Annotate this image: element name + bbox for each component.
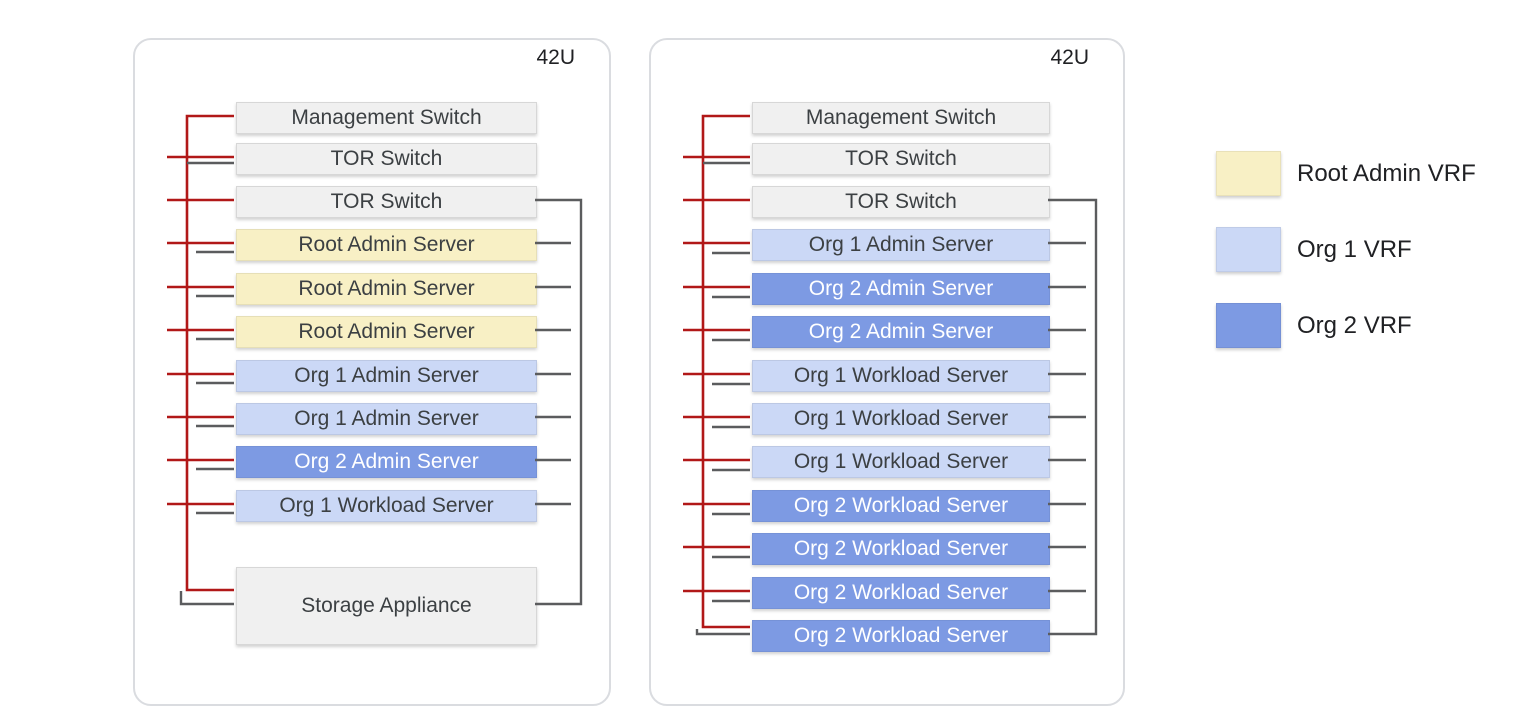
unit-org2-admin-server: Org 2 Admin Server: [236, 446, 537, 478]
rack-2-capacity-label: 42U: [1050, 46, 1089, 69]
unit-org1-workload-server: Org 1 Workload Server: [236, 490, 537, 522]
unit-management-switch: Management Switch: [236, 102, 537, 134]
rack-1-capacity-label: 42U: [536, 46, 575, 69]
unit-root-admin-server: Root Admin Server: [236, 273, 537, 305]
legend-label: Org 2 VRF: [1297, 311, 1412, 339]
unit-org1-workload-server: Org 1 Workload Server: [752, 403, 1050, 435]
unit-root-admin-server: Root Admin Server: [236, 316, 537, 348]
unit-management-switch: Management Switch: [752, 102, 1050, 134]
unit-tor-switch: TOR Switch: [236, 143, 537, 175]
org2-vrf-swatch: [1216, 303, 1281, 348]
unit-root-admin-server: Root Admin Server: [236, 229, 537, 261]
unit-org2-workload-server: Org 2 Workload Server: [752, 620, 1050, 652]
rack-2: 42U Management Switch TOR Switch TOR Swi…: [649, 38, 1125, 706]
legend-label: Root Admin VRF: [1297, 159, 1476, 187]
legend-item-org2-vrf: Org 2 VRF: [1216, 303, 1412, 348]
unit-org1-workload-server: Org 1 Workload Server: [752, 446, 1050, 478]
org1-vrf-swatch: [1216, 227, 1281, 272]
unit-org1-workload-server: Org 1 Workload Server: [752, 360, 1050, 392]
unit-tor-switch: TOR Switch: [752, 186, 1050, 218]
unit-org1-admin-server: Org 1 Admin Server: [236, 360, 537, 392]
unit-org2-admin-server: Org 2 Admin Server: [752, 316, 1050, 348]
unit-storage-appliance: Storage Appliance: [236, 567, 537, 645]
unit-org1-admin-server: Org 1 Admin Server: [236, 403, 537, 435]
legend-item-org1-vrf: Org 1 VRF: [1216, 227, 1412, 272]
unit-org2-workload-server: Org 2 Workload Server: [752, 533, 1050, 565]
unit-tor-switch: TOR Switch: [752, 143, 1050, 175]
unit-tor-switch: TOR Switch: [236, 186, 537, 218]
rack-1: 42U Management Switch TOR Switch TOR Swi…: [133, 38, 611, 706]
root-admin-vrf-swatch: [1216, 151, 1281, 196]
unit-org2-admin-server: Org 2 Admin Server: [752, 273, 1050, 305]
unit-org2-workload-server: Org 2 Workload Server: [752, 490, 1050, 522]
legend-label: Org 1 VRF: [1297, 235, 1412, 263]
unit-org1-admin-server: Org 1 Admin Server: [752, 229, 1050, 261]
unit-org2-workload-server: Org 2 Workload Server: [752, 577, 1050, 609]
legend-item-root-admin-vrf: Root Admin VRF: [1216, 151, 1476, 196]
